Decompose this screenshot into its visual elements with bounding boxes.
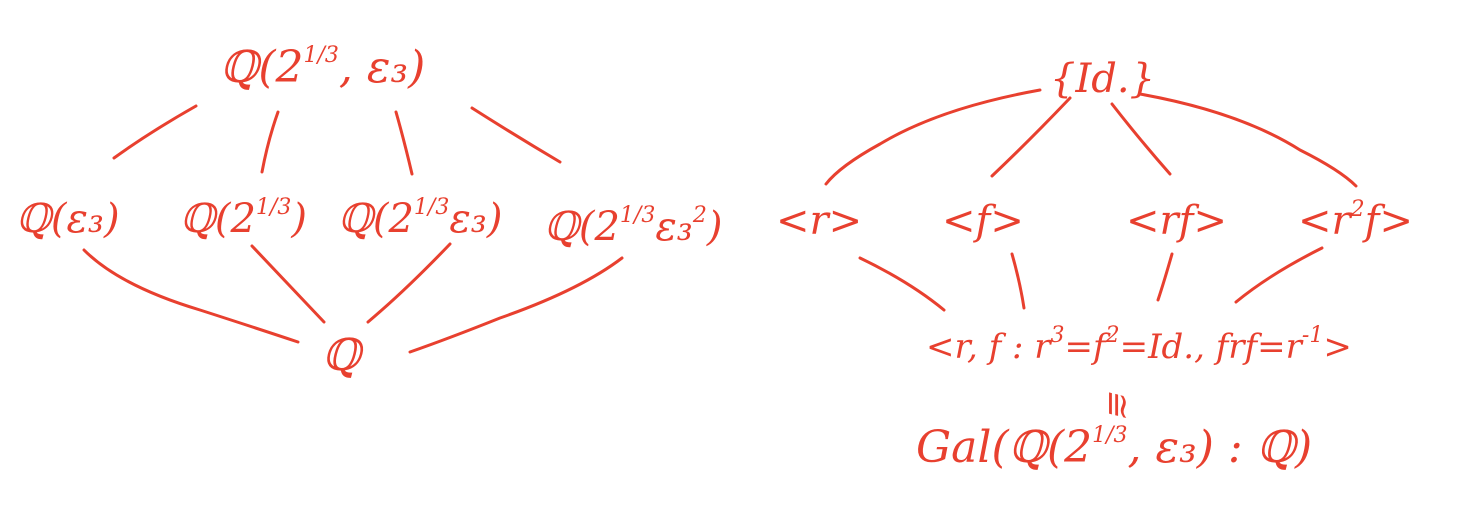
- edge-top-q-cuberoot2-eps: [394, 110, 414, 176]
- edge-rf-presentation: [1156, 252, 1174, 302]
- edge-q-eps-bottom: [82, 248, 300, 344]
- group-node-f: <f>: [942, 198, 1024, 244]
- edge-q-cuberoot2-bottom: [250, 244, 326, 324]
- edge-id-r2f: [1138, 92, 1358, 188]
- field-node-q-cuberoot2-eps: ℚ(21/3ε₃): [338, 195, 502, 242]
- group-lattice: {Id.} <r> <f> <rf> <r2f> <r, f : r3=f2=I…: [776, 56, 1413, 473]
- edge-top-q-eps: [112, 104, 198, 160]
- edge-id-f: [990, 96, 1072, 178]
- group-top-node: {Id.}: [1050, 56, 1155, 102]
- field-node-q-eps: ℚ(ε₃): [16, 196, 120, 242]
- edge-q-cuberoot2-eps2-bottom: [408, 256, 624, 354]
- galois-group-label: Gal(ℚ(21/3, ε₃) : ℚ): [916, 422, 1312, 473]
- field-node-q-cuberoot2-eps2: ℚ(21/3ε₃2): [544, 203, 722, 250]
- edge-id-r: [824, 88, 1042, 186]
- field-bottom-node: ℚ: [322, 330, 365, 381]
- edge-r2f-presentation: [1234, 246, 1324, 304]
- edge-top-q-cuberoot2-eps2: [470, 106, 562, 164]
- group-node-rf: <rf>: [1126, 198, 1227, 244]
- edge-id-rf: [1110, 102, 1172, 176]
- field-lattice: ℚ(21/3, ε₃) ℚ(ε₃) ℚ(21/3) ℚ(21/3ε₃) ℚ(21…: [16, 42, 722, 381]
- edge-r-presentation: [858, 256, 946, 312]
- group-node-r2f: <r2f>: [1298, 197, 1413, 244]
- field-node-q-cuberoot2: ℚ(21/3): [180, 195, 307, 242]
- group-node-r: <r>: [776, 198, 862, 244]
- isomorphism-symbol: ≅: [1097, 388, 1137, 418]
- edge-top-q-cuberoot2: [260, 110, 280, 174]
- edge-q-cuberoot2-eps-bottom: [366, 242, 452, 324]
- edge-f-presentation: [1010, 252, 1026, 310]
- group-presentation: <r, f : r3=f2=Id., frf=r-1>: [926, 323, 1352, 367]
- field-top-node: ℚ(21/3, ε₃): [220, 42, 425, 93]
